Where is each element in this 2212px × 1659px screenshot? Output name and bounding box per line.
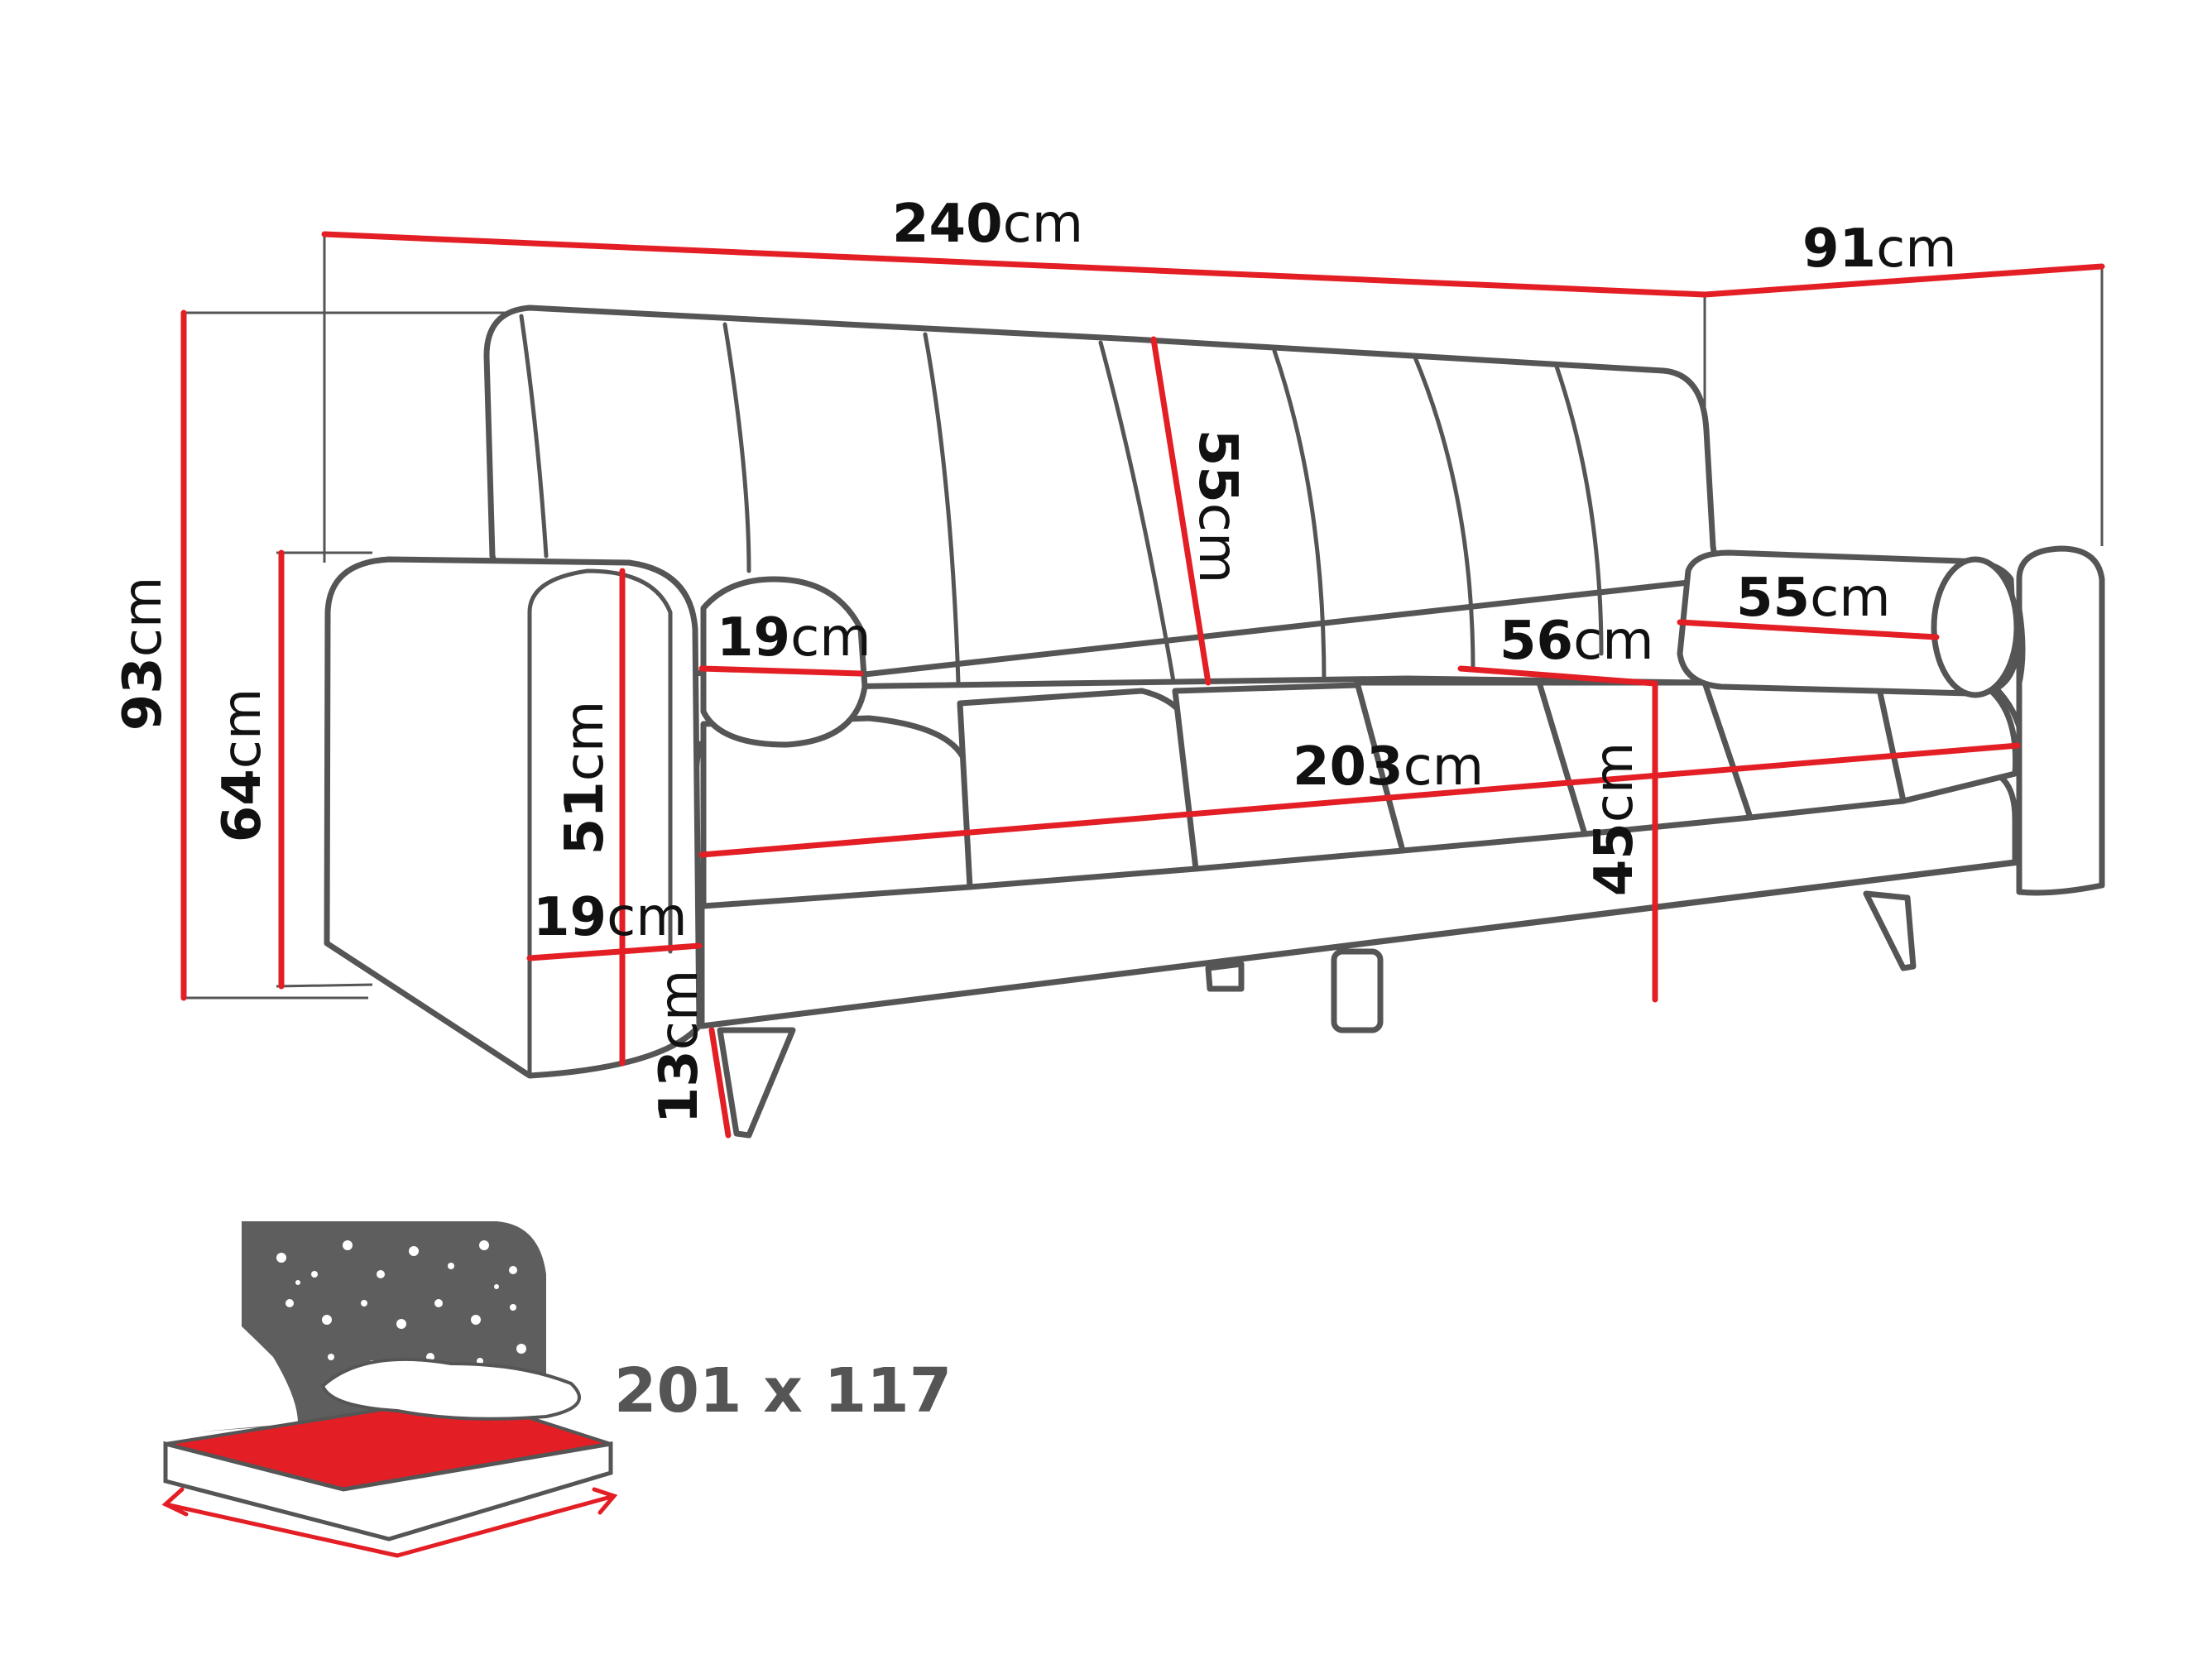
label-armrest-height: 64cm bbox=[212, 688, 273, 843]
sofa-right-armrest bbox=[2016, 545, 2105, 896]
sofa-leg-back-middle bbox=[1205, 961, 1245, 992]
label-seat-width: 203cm bbox=[1293, 736, 1484, 798]
dim-line-bolster-diameter bbox=[698, 665, 864, 677]
mattress-side bbox=[163, 1441, 613, 1542]
label-depth: 91cm bbox=[1802, 218, 1957, 280]
label-total-width: 240cm bbox=[892, 194, 1083, 255]
label-seat-depth: 56cm bbox=[1499, 611, 1654, 672]
dim-line-total-width bbox=[321, 231, 1708, 298]
dim-line-depth bbox=[1701, 263, 2105, 298]
label-total-height: 93cm bbox=[113, 577, 174, 731]
bed-night-sky-icon bbox=[161, 1221, 618, 1558]
dim-line-armrest-width bbox=[526, 942, 703, 961]
dimension-labels: 240cm 91cm 93cm 64cm 55cm 19cm 55cm 51cm… bbox=[113, 194, 1957, 1124]
label-bolster-diameter: 19cm bbox=[717, 607, 871, 669]
right-bolster-pillow bbox=[1677, 549, 2018, 697]
pillow bbox=[320, 1357, 581, 1421]
sofa-illustration bbox=[324, 304, 2105, 1139]
dim-line-bolster-length bbox=[1677, 619, 1940, 640]
sofa-leg-front-right bbox=[1863, 890, 1917, 971]
label-seat-height: 45cm bbox=[1584, 742, 1645, 897]
dim-line-leg-height bbox=[708, 1027, 732, 1139]
size-arrow bbox=[161, 1487, 618, 1558]
dim-line-backrest-height bbox=[1150, 336, 1212, 686]
sleeping-area-size: 201 x 117 bbox=[614, 1355, 952, 1426]
dimension-lines bbox=[180, 231, 2105, 1139]
sofa-leg-middle bbox=[1331, 948, 1384, 1033]
label-armrest-width: 19cm bbox=[533, 887, 688, 948]
seat-cushion-1 bbox=[700, 715, 973, 909]
sofa-leg-front-left bbox=[717, 1027, 796, 1139]
right-bolster-end bbox=[1931, 556, 2020, 698]
dim-line-seat-depth bbox=[1457, 665, 1658, 687]
label-backrest-height: 55cm bbox=[1187, 429, 1248, 584]
label-bolster-length: 55cm bbox=[1736, 568, 1891, 629]
dim-line-seat-width bbox=[698, 742, 2021, 858]
sofa-left-armrest bbox=[324, 556, 703, 1079]
label-armrest-inner-height: 51cm bbox=[554, 701, 616, 856]
label-leg-height: 13cm bbox=[649, 970, 710, 1124]
left-bolster-pillow bbox=[700, 576, 868, 748]
seat-cushion-2 bbox=[957, 688, 1199, 890]
